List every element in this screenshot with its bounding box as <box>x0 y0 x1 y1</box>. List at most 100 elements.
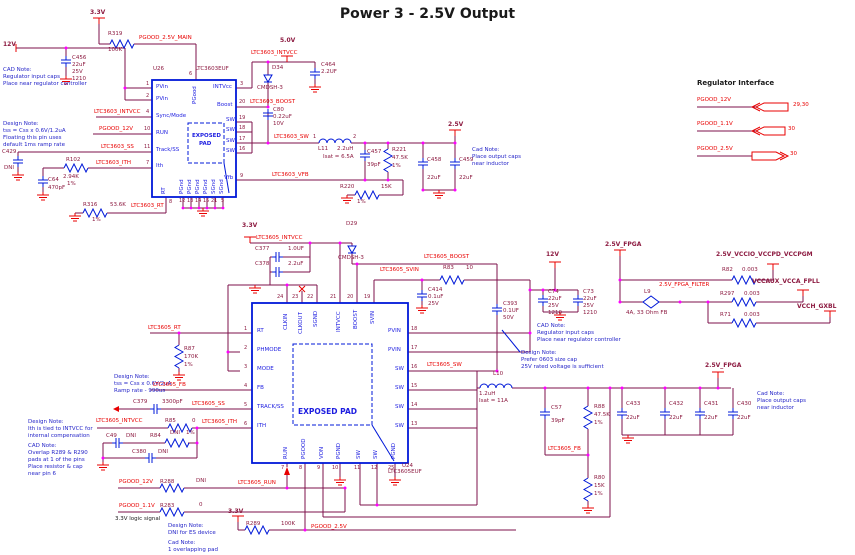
component-label: R220 <box>340 184 355 190</box>
power-net-label: 2.5V_FPGA <box>605 241 642 248</box>
note-text: tss = Css x 0.6V/2uA <box>114 381 172 387</box>
exposed-pad-label: PAD <box>199 141 212 147</box>
pin-number: 11 <box>354 465 361 471</box>
power-flag-icon <box>766 263 780 271</box>
power-net-label: 12V <box>546 251 559 258</box>
ground-icon <box>68 212 82 222</box>
component-label: R102 <box>66 157 81 163</box>
component-label: C74 <box>548 289 559 295</box>
pin-name: PGOOD <box>301 438 307 459</box>
component-label: 3300pF <box>162 399 183 405</box>
u24-exposed-pad <box>292 343 373 426</box>
pin-number: 23 <box>292 294 299 300</box>
component-label: 0.003 <box>744 312 760 318</box>
pin-name: PHMODE <box>257 347 282 353</box>
pin-number: 21 <box>211 198 218 204</box>
pin-name: SW <box>395 404 404 410</box>
note-text: Ramp rate - 990us <box>114 388 166 394</box>
pin-number: 9 <box>240 173 244 179</box>
pin-name: SW <box>373 450 379 459</box>
ground-icon <box>333 476 347 486</box>
resistor-icon <box>383 148 393 173</box>
pin-number: 21 <box>330 294 337 300</box>
ground-icon <box>415 304 429 314</box>
pin-number: 18 <box>239 125 246 131</box>
component-label: 1210 <box>583 310 597 316</box>
power-net-label: 2.5V_VCCIO_VCCPD_VCCPGM <box>716 251 813 258</box>
net-label: LTC3605_FB <box>153 382 186 388</box>
power-net-label: 3.3V <box>228 508 244 515</box>
component-label: 25V <box>72 69 83 75</box>
note-text: Regulator input caps <box>537 330 595 336</box>
component-label: R289 <box>246 521 261 527</box>
component-label: 0.1UF <box>503 308 519 314</box>
component-label: C458 <box>427 157 442 163</box>
u26-exposed-pad <box>187 122 225 164</box>
run-net-arrow-icon <box>284 467 290 475</box>
pin-name: SGnd <box>211 179 217 194</box>
power-flag-icon <box>231 515 245 523</box>
pin-name: RT <box>161 187 167 194</box>
pin-name: FB <box>257 385 264 391</box>
pin-number: 7 <box>146 160 150 166</box>
power-net-label: VCCH_GXBL <box>797 303 837 310</box>
power-net-label: 3.3V <box>90 9 106 16</box>
pin-number: 14 <box>411 402 418 408</box>
note-text: Cad Note: <box>757 391 785 397</box>
pin-name: Track/SS <box>156 147 180 153</box>
component-label: U24 <box>402 463 414 469</box>
pin-name: SW <box>395 385 404 391</box>
pin-number: 17 <box>239 136 246 142</box>
pin-number: 20 <box>239 99 246 105</box>
component-label: C49 <box>106 433 117 439</box>
pin-number: 24 <box>277 294 284 300</box>
component-label: CMDSH-3 <box>338 255 364 261</box>
component-label: C431 <box>704 401 719 407</box>
dni-x-icon <box>298 285 306 293</box>
inductor-icon <box>479 383 513 389</box>
u24-pad-leader <box>371 424 395 462</box>
note-text: Design Note: <box>3 121 39 127</box>
component-label: 39pF <box>551 418 565 424</box>
pin-number: 15 <box>203 198 210 204</box>
component-label: 22uF <box>548 296 562 302</box>
resistor-icon <box>583 405 593 430</box>
component-label: 100K <box>108 47 123 53</box>
ferrite-bead-icon <box>642 295 660 309</box>
component-label: 470pF <box>48 185 66 191</box>
net-label: LTC3605_RUN <box>238 480 276 486</box>
pin-name: INTVCC <box>336 311 342 332</box>
component-label: C430 <box>737 401 752 407</box>
component-label: DNI <box>4 165 14 171</box>
net-label: PGOOD_2.5V_MAIN <box>139 35 192 41</box>
component-label: C393 <box>503 301 518 307</box>
pin-name: PGnd <box>195 179 201 194</box>
pin-name: PVIN <box>388 347 401 353</box>
note-text: Ith is tied to INTVCC for <box>28 426 93 432</box>
capacitor-icon <box>271 251 284 263</box>
exposed-pad-label: EXPOSED PAD <box>298 407 357 416</box>
pin-name: CLKOUT <box>298 312 304 334</box>
note-text: Cad Note: <box>472 147 500 153</box>
component-label: LTC3605EUF <box>388 469 422 475</box>
pin-name: SW <box>226 138 235 144</box>
note-text: 25V rated voltage is sufficient <box>521 364 604 370</box>
component-label: 1.0UF <box>288 246 304 252</box>
pin-number: 13 <box>187 198 194 204</box>
note-text: Design Note: <box>114 374 150 380</box>
component-label: Isat = 6.5A <box>323 154 354 160</box>
power-flag-icon <box>711 371 725 379</box>
net-label: LTC3605_FB <box>548 446 581 452</box>
pin-number: 5 <box>221 198 225 204</box>
capacitor-icon <box>271 266 284 278</box>
component-label: 22uF <box>669 415 683 421</box>
pin-number: 2 <box>146 93 150 99</box>
net-label: LTC3603_SW <box>274 134 309 140</box>
pin-number: 12 <box>371 465 378 471</box>
net-label: PGOOD_2.5V <box>311 524 347 530</box>
u24-chip-body <box>251 302 409 464</box>
ground-icon <box>581 504 595 514</box>
power-flag-icon <box>823 310 837 318</box>
component-label: 1% <box>186 430 195 436</box>
component-label: 0 <box>192 418 196 424</box>
